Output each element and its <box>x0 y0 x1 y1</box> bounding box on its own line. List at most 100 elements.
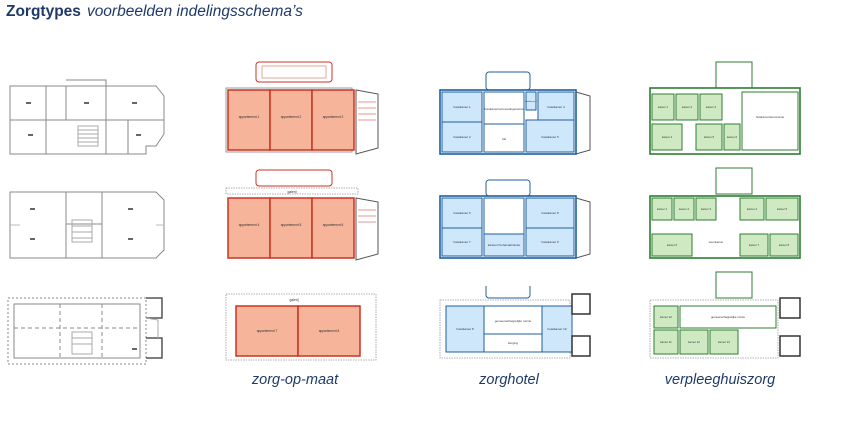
hotel-f1-room-1-label: hotelkamer 1 <box>453 105 471 109</box>
verpleeg-f2-room-1-label: kamer 1 <box>657 207 668 211</box>
caption-verpleeghuiszorg: verpleeghuiszorg <box>664 372 776 388</box>
verpleeg-f1-room-2 <box>675 93 699 121</box>
verpleeg-f2-room-7-label: kamer 7 <box>749 243 760 247</box>
zom-plan-floor-1: appartement 1 appartement 2 appartement … <box>225 61 379 155</box>
existing-plan-floor-1 <box>9 79 165 155</box>
hotel-f1-room-3 <box>525 91 537 111</box>
zom-f1-room-3-label: appartement 3 <box>323 115 344 119</box>
verpleeg-f1-room-6-label: kamer 6 <box>727 135 738 139</box>
verpleeg-f3-room-3 <box>679 329 709 355</box>
verpleeg-f1-room-1 <box>651 93 675 121</box>
verpleeg-f2-room-6 <box>651 233 693 257</box>
hotel-f1-living-label: huiskamer/ontmoetingsruimte <box>484 107 524 111</box>
hotel-f1-room-2 <box>441 121 483 153</box>
zom-plan-floor-2: galerij appartement 4 appartement 5 appa… <box>225 169 379 261</box>
hotel-f1-room-1 <box>441 91 483 123</box>
hotel-plan-floor-3: hotelkamer 8 gemeenschappelijke ruimte b… <box>439 286 591 359</box>
verpleeg-f2-room-7 <box>739 233 769 257</box>
verpleeg-f3-common <box>679 305 777 329</box>
verpleeg-f2-room-2-label: kamer 2 <box>679 207 690 211</box>
verpleeg-f2-room-5 <box>765 197 799 221</box>
hotel-f1-hall-label: hal <box>502 137 506 141</box>
verpleeg-stair-3 <box>715 271 753 299</box>
hotel-stair-1 <box>485 71 531 91</box>
hotel-stair-3 <box>485 286 531 299</box>
hotel-f2-room-1-label: hotelkamer 6 <box>453 211 471 215</box>
zom-f2-room-1 <box>227 197 271 259</box>
zom-f1-room-1 <box>227 89 271 151</box>
title-main: Zorgtypes <box>6 3 81 20</box>
verpleeg-f3-room-4 <box>709 329 739 355</box>
zom-f2-room-3-label: appartement 6 <box>323 223 344 227</box>
zom-f1-room-2 <box>269 89 313 151</box>
hotel-plan-floor-1: hotelkamer 1 hotelkamer 2 huiskamer/ontm… <box>439 71 591 155</box>
caption-zorghotel: zorghotel <box>479 372 539 388</box>
hotel-f1-room-3-label: hotelkamer 3 <box>525 100 537 103</box>
hotel-f1-room-5 <box>525 119 575 153</box>
verpleeg-f1-room-6 <box>723 123 741 151</box>
verpleeg-f1-living <box>741 91 799 151</box>
verpleeg-f2-room-6-label: kamer 6 <box>667 243 678 247</box>
hotel-f2-office <box>483 233 525 257</box>
hotel-f1-room-2-label: hotelkamer 2 <box>453 135 471 139</box>
hotel-plan-floor-2: hotelkamer 6 hotelkamer 7 kantoor/ behan… <box>439 179 591 259</box>
zom-f3-room-2-label: appartement 8 <box>319 329 340 333</box>
hotel-f1-room-5-label: hotelkamer 5 <box>541 135 559 139</box>
zom-f2-gallery-label: galerij <box>287 190 296 194</box>
zom-f2-room-2-label: appartement 5 <box>281 223 302 227</box>
hotel-f2-office-label: kantoor/ behandelruimte <box>488 243 521 247</box>
hotel-f2-core <box>483 197 525 235</box>
verpleeg-f1-room-4-label: kamer 4 <box>662 135 673 139</box>
verpleeg-f1-living-label: huiskamer/woonruimte <box>756 115 785 119</box>
verpleeg-stair-1 <box>715 61 753 89</box>
verpleeg-f2-room-8 <box>769 233 799 257</box>
verpleeg-plan-floor-1: kamer 1 kamer 2 kamer 3 kamer 4 kamer 5 … <box>649 61 801 155</box>
verpleeg-f3-room-1 <box>653 305 679 329</box>
zom-f1-room-2-label: appartement 2 <box>281 115 302 119</box>
verpleeg-stair-2 <box>715 167 753 195</box>
zom-f3-room-1-label: appartement 7 <box>257 329 278 333</box>
hotel-f1-hall <box>483 123 525 153</box>
verpleeg-f1-room-5 <box>695 123 723 151</box>
verpleeg-f2-room-2 <box>673 197 695 221</box>
hotel-f2-room-2-label: hotelkamer 7 <box>453 240 471 244</box>
zom-stair-2 <box>255 169 333 187</box>
verpleeg-f3-room-1-label: kamer 10 <box>660 315 672 319</box>
verpleeg-f1-room-3 <box>699 93 723 121</box>
verpleeg-f2-living-label: woonkamer <box>709 240 724 244</box>
hotel-f2-room-3 <box>525 197 575 229</box>
hotel-f3-common-label: gemeenschappelijke ruimte <box>495 319 532 323</box>
hotel-f1-room-4 <box>537 91 575 121</box>
verpleeg-f2-room-4 <box>739 197 765 221</box>
verpleeg-f1-room-3-label: kamer 3 <box>706 105 717 109</box>
hotel-stair-2 <box>485 179 531 197</box>
zom-stair-1 <box>255 61 333 83</box>
existing-plan-floor-3 <box>7 297 163 365</box>
hotel-f3-storage-label: berging <box>508 341 518 345</box>
zom-f2-room-2 <box>269 197 313 259</box>
hotel-f3-room-2-label: hotelkamer 10 <box>547 327 566 331</box>
hotel-f2-room-2 <box>441 227 483 257</box>
hotel-f2-room-4-label: hotelkamer 9 <box>541 240 559 244</box>
hotel-f1-room-4-label: hotelkamer 4 <box>547 105 565 109</box>
verpleeg-f2-room-8-label: kamer 8 <box>779 243 790 247</box>
verpleeg-f3-room-2 <box>653 329 679 355</box>
hotel-f2-room-1 <box>441 197 483 229</box>
verpleeg-f1-room-1-label: kamer 1 <box>658 105 669 109</box>
hotel-f2-room-3-label: hotelkamer 8 <box>541 211 559 215</box>
verpleeg-plan-floor-2: kamer 1 kamer 2 kamer 3 kamer 4 kamer 5 … <box>649 167 801 259</box>
zom-f1-room-1-label: appartement 1 <box>239 115 260 119</box>
zom-plan-floor-3: galerij appartement 7 appartement 8 <box>225 293 377 361</box>
verpleeg-f1-room-2-label: kamer 2 <box>682 105 693 109</box>
verpleeg-f2-room-4-label: kamer 4 <box>747 207 758 211</box>
verpleeg-plan-floor-3: kamer 10 kamer 11 kamer 12 kamer 13 geme… <box>649 271 801 359</box>
verpleeg-f2-room-3-label: kamer 3 <box>701 207 712 211</box>
verpleeg-f2-room-1 <box>651 197 673 221</box>
hotel-f3-room-1 <box>445 305 485 353</box>
verpleeg-f2-room-3 <box>695 197 717 221</box>
verpleeg-f1-room-4 <box>651 123 683 151</box>
verpleeg-f3-room-4-label: kamer 13 <box>718 340 730 344</box>
verpleeg-f3-common-label: gemeenschappelijke ruimte <box>711 315 745 319</box>
verpleeg-f3-room-3-label: kamer 12 <box>688 340 700 344</box>
verpleeg-f2-room-5-label: kamer 5 <box>777 207 788 211</box>
